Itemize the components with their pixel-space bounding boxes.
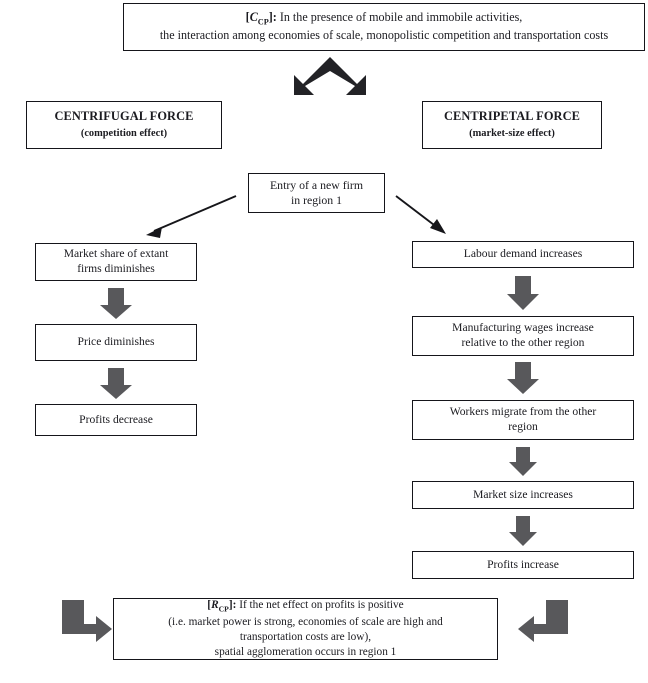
conclusion-line-1: [RCP]: If the net effect on profits is p… xyxy=(120,598,491,614)
right-chain-box-2: Manufacturing wages increase relative to… xyxy=(412,316,634,356)
right-chain-box-1-line-1: Labour demand increases xyxy=(463,247,583,261)
elbow-arrow-down-right-icon xyxy=(62,600,112,642)
conclusion-line-3: transportation costs are low), xyxy=(239,630,372,643)
thick-down-arrow-icon-right-2 xyxy=(507,362,539,394)
right-chain-box-5-line-1: Profits increase xyxy=(487,557,559,571)
right-chain-box-2-line-2: relative to the other region xyxy=(461,336,585,349)
centrifugal-force-subtitle: (competition effect) xyxy=(80,128,168,140)
left-chain-box-1-line-2: firms diminishes xyxy=(77,262,155,275)
left-chain-box-1-line-1: Market share of extant xyxy=(63,247,169,261)
right-chain-box-5: Profits increase xyxy=(412,551,634,579)
premise-box: [CCP]: In the presence of mobile and imm… xyxy=(123,3,645,51)
right-chain-box-1: Labour demand increases xyxy=(412,241,634,268)
entry-of-new-firm-box: Entry of a new firm in region 1 xyxy=(248,173,385,213)
right-chain-box-3-line-2: region xyxy=(508,420,538,433)
left-chain-box-3: Profits decrease xyxy=(35,404,197,436)
entry-line-1: Entry of a new firm xyxy=(269,177,364,192)
diagonal-arrow-down-left-icon xyxy=(146,195,237,238)
diagonal-arrow-down-right-icon xyxy=(395,195,446,234)
conclusion-tag: [RCP]: xyxy=(207,599,237,614)
left-chain-box-3-line-1: Profits decrease xyxy=(79,412,153,426)
centrifugal-force-box: CENTRIFUGAL FORCE (competition effect) xyxy=(26,101,222,149)
conclusion-line-4: spatial agglomeration occurs in region 1 xyxy=(214,645,397,658)
premise-line-2: the interaction among economies of scale… xyxy=(159,28,609,43)
right-chain-box-3: Workers migrate from the other region xyxy=(412,400,634,440)
left-chain-box-2: Price diminishes xyxy=(35,324,197,361)
thick-down-arrow-icon-right-4 xyxy=(509,516,537,546)
thick-down-arrow-icon-left-2 xyxy=(100,368,132,399)
premise-text-1: In the presence of mobile and immobile a… xyxy=(276,10,523,25)
centrifugal-force-title: CENTRIFUGAL FORCE xyxy=(54,109,194,124)
centripetal-force-box: CENTRIPETAL FORCE (market-size effect) xyxy=(422,101,602,149)
elbow-arrow-down-left-icon xyxy=(518,600,568,642)
centripetal-force-title: CENTRIPETAL FORCE xyxy=(443,109,581,124)
right-chain-box-3-line-1: Workers migrate from the other xyxy=(449,405,597,419)
right-chain-box-4: Market size increases xyxy=(412,481,634,509)
left-chain-box-2-line-1: Price diminishes xyxy=(77,335,155,349)
conclusion-text-1: If the net effect on profits is positive xyxy=(236,599,404,612)
premise-tag: [CCP]: xyxy=(245,10,277,27)
conclusion-line-2: (i.e. market power is strong, economies … xyxy=(168,615,443,628)
thick-down-arrow-icon-left-1 xyxy=(100,288,132,319)
chevron-split-down-icon xyxy=(294,57,366,95)
entry-line-2: in region 1 xyxy=(290,193,343,207)
thick-down-arrow-icon-right-3 xyxy=(509,447,537,476)
centripetal-force-subtitle: (market-size effect) xyxy=(469,128,555,140)
conclusion-box: [RCP]: If the net effect on profits is p… xyxy=(113,598,498,660)
thick-down-arrow-icon-right-1 xyxy=(507,276,539,310)
premise-line-1: [CCP]: In the presence of mobile and imm… xyxy=(130,10,638,28)
right-chain-box-2-line-1: Manufacturing wages increase xyxy=(452,321,594,335)
left-chain-box-1: Market share of extant firms diminishes xyxy=(35,243,197,281)
right-chain-box-4-line-1: Market size increases xyxy=(473,487,573,501)
